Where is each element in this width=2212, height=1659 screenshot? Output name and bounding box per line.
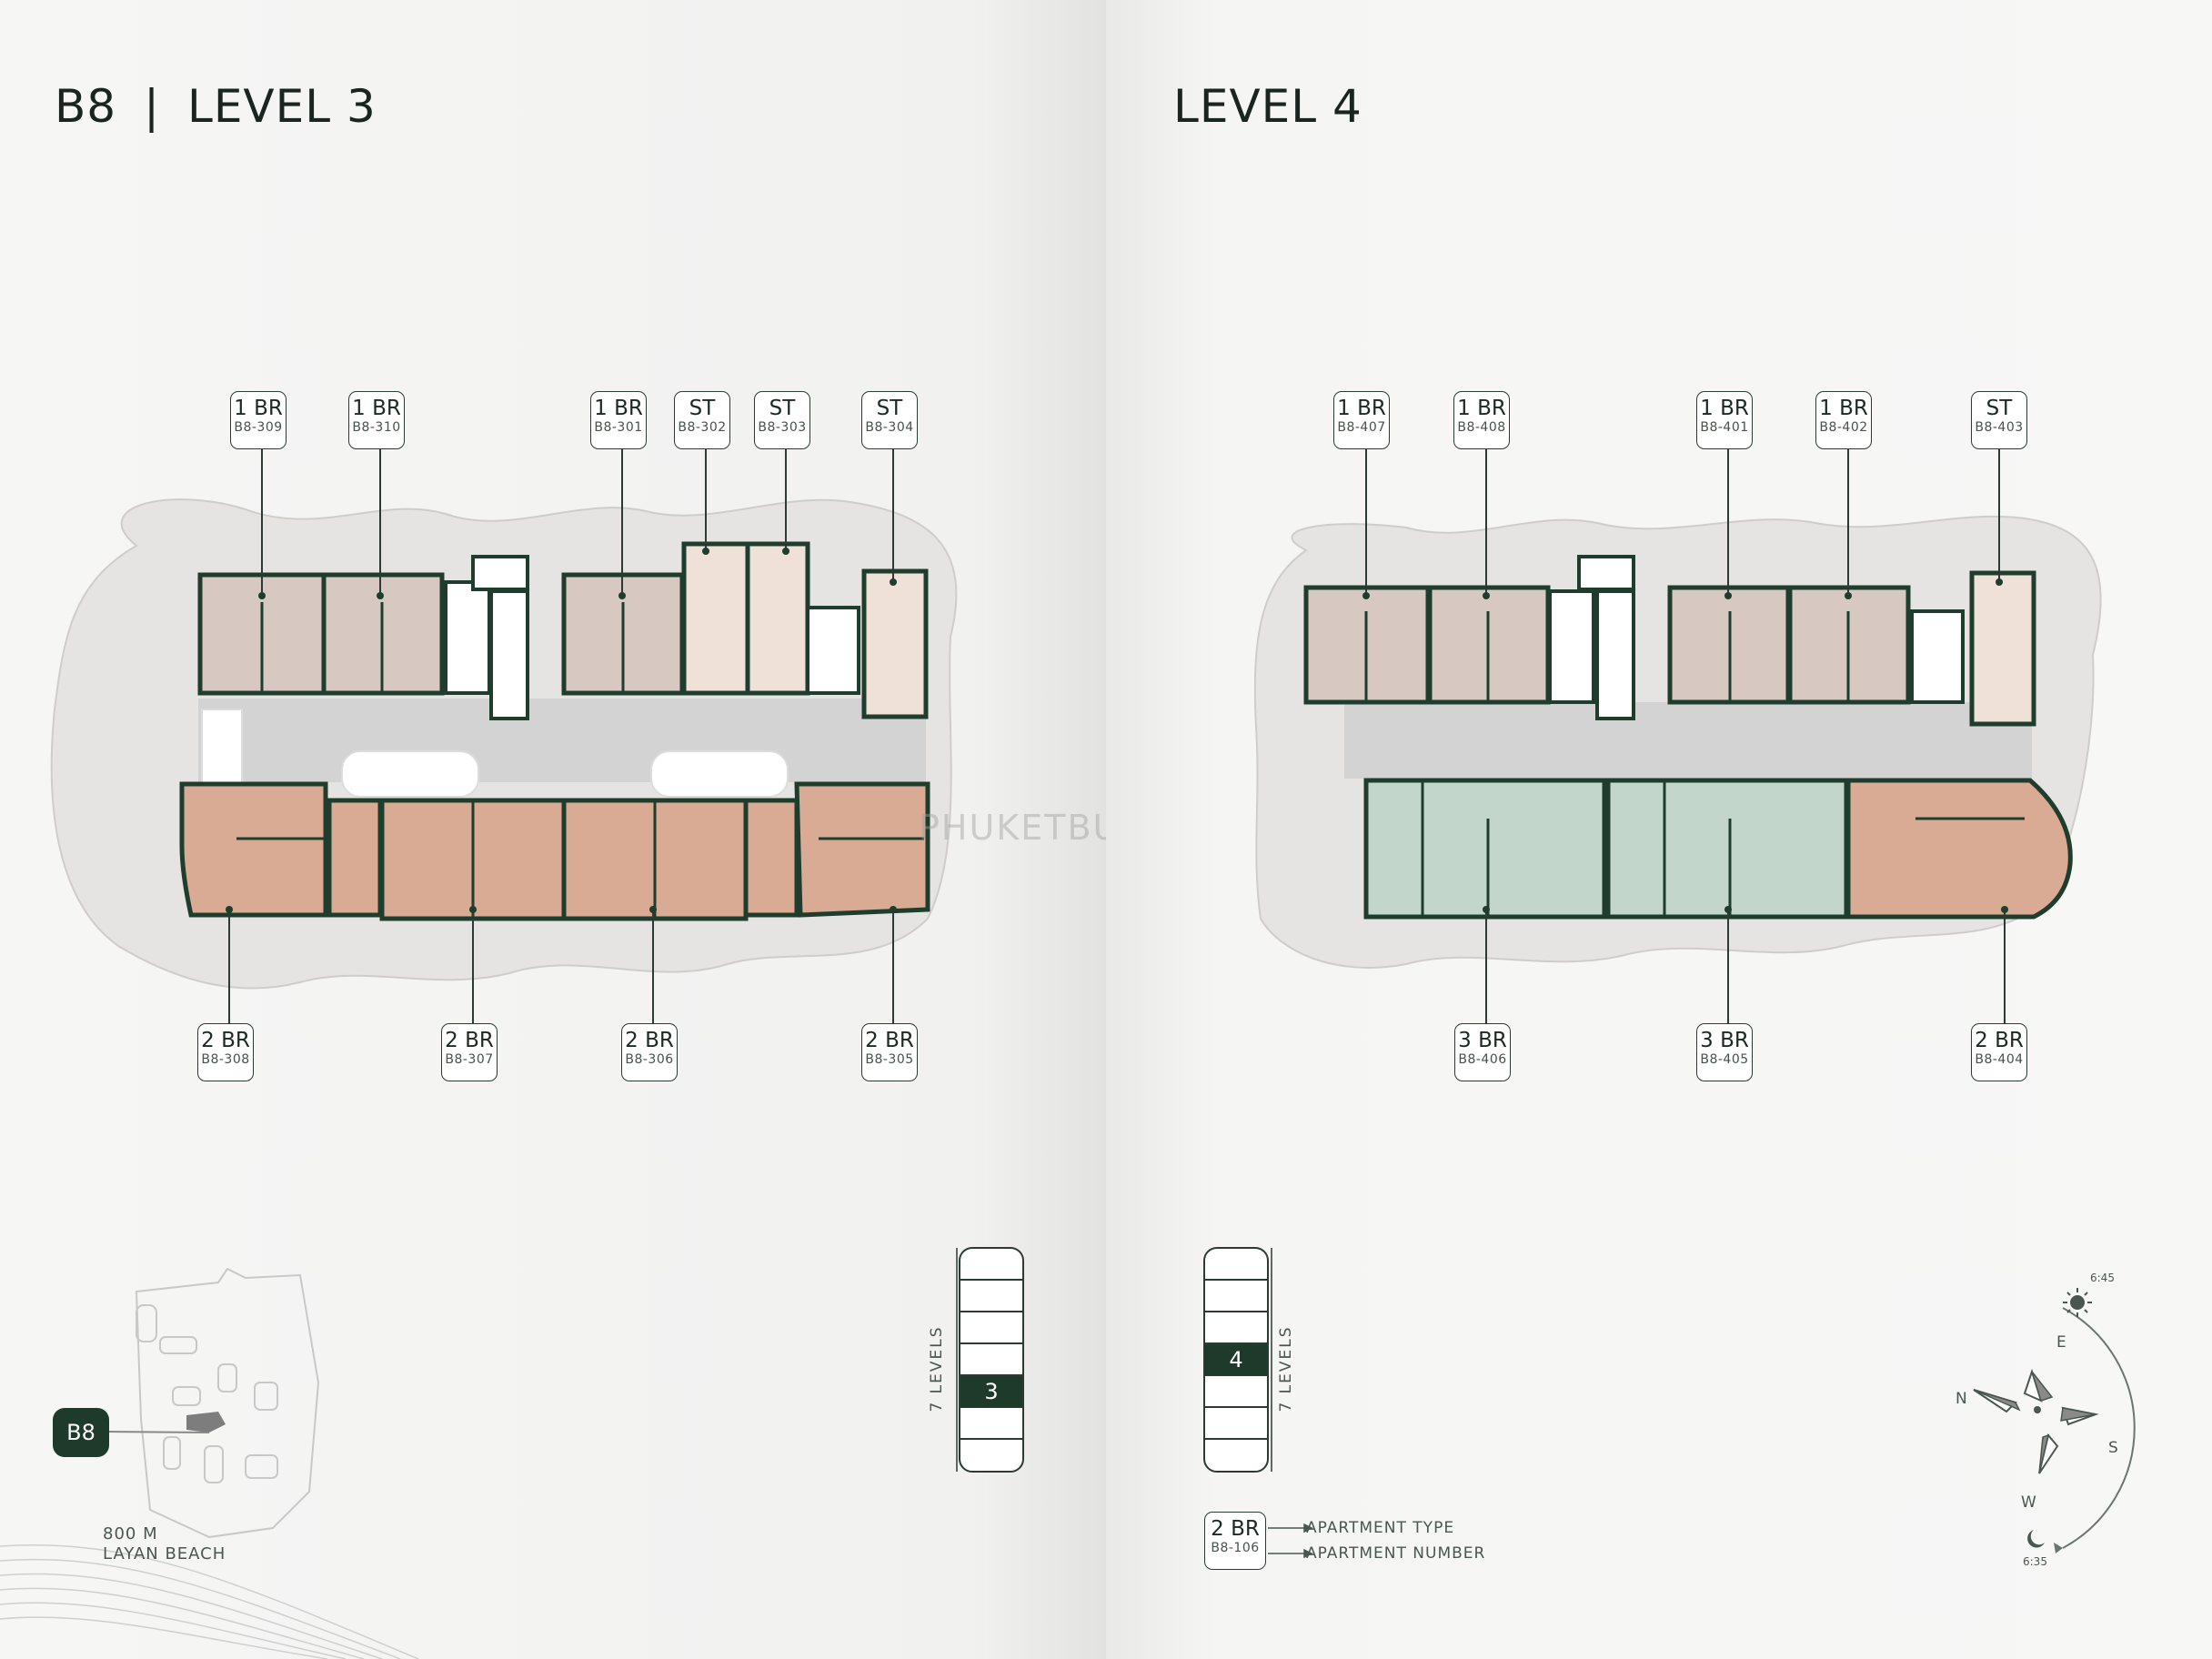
top-wing (197, 541, 929, 719)
compass-e: E (2056, 1333, 2066, 1352)
title-separator: | (144, 80, 160, 133)
bottom-wing (1363, 778, 2073, 920)
sun-icon (2063, 1288, 2092, 1317)
site-map (135, 1267, 320, 1539)
page-title-right: LEVEL 4 (1173, 80, 1362, 133)
site-map-badge: B8 (53, 1408, 109, 1457)
beach-label: LAYAN BEACH (103, 1544, 226, 1563)
current-level-cell: 4 (1205, 1344, 1267, 1375)
stair-core (1548, 555, 1965, 720)
legend-arrows (1268, 1523, 1313, 1559)
leader-lines (1365, 449, 2006, 1023)
title-level: LEVEL 3 (186, 80, 377, 133)
page-left: B8 | LEVEL 3 (0, 0, 1106, 1659)
room-dividers (236, 602, 924, 919)
corridor (198, 699, 926, 782)
skylights (201, 709, 789, 798)
compass-s: S (2108, 1439, 2118, 1457)
compass-w: W (2021, 1493, 2036, 1512)
room-dividers (1364, 611, 2025, 915)
site-map-current-building (186, 1412, 226, 1433)
legend-number-label: APARTMENT NUMBER (1306, 1544, 1486, 1563)
leader-lines (228, 449, 894, 1023)
site-map-pointer (106, 1431, 210, 1433)
moon-icon (2027, 1530, 2045, 1548)
page-title-left: B8 | LEVEL 3 (55, 80, 377, 133)
distance-label: 800 M (103, 1524, 158, 1543)
page-right: LEVEL 4 (1106, 0, 2212, 1659)
floorplan-level-3 (0, 449, 1024, 1659)
contour-lines (0, 1543, 419, 1659)
levels-indicator-left (956, 1247, 1024, 1473)
levels-label-right: 7 LEVELS (1277, 1325, 1295, 1413)
floorplan-level-4 (1203, 449, 2136, 1559)
bottom-wing (179, 781, 930, 921)
compass-n: N (1956, 1390, 1967, 1408)
stair-core (444, 555, 860, 720)
watermark: PHUKETBUYHOUSE.COM (919, 808, 1106, 848)
levels-label-left: 7 LEVELS (928, 1325, 946, 1413)
current-level-cell: 3 (960, 1376, 1022, 1407)
sunset-time: 6:35 (2023, 1555, 2047, 1568)
sunrise-time: 6:45 (2090, 1272, 2115, 1284)
corridor (1344, 702, 2032, 779)
compass-icon (1973, 1307, 2136, 1553)
legend-type-label: APARTMENT TYPE (1306, 1519, 1455, 1537)
title-building: B8 (55, 80, 117, 133)
